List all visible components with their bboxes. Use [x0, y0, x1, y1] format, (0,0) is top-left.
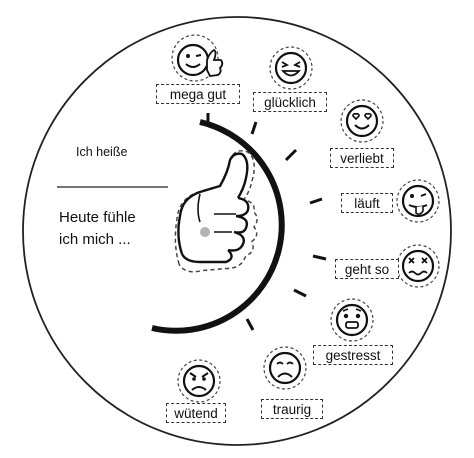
angry-face-icon[interactable] — [177, 359, 221, 403]
mood-label-laeuft[interactable]: läuft — [341, 193, 393, 213]
mood-label-gluecklich[interactable]: glücklich — [253, 92, 327, 112]
pivot-dot — [200, 227, 210, 237]
mood-label-gestresst[interactable]: gestresst — [313, 345, 393, 365]
mood-label-geht-so[interactable]: geht so — [335, 259, 399, 279]
mood-label-mega-gut[interactable]: mega gut — [156, 84, 240, 104]
heart-eyes-face-icon[interactable] — [340, 99, 384, 143]
dizzy-face-icon[interactable] — [396, 244, 440, 288]
laughing-face-icon[interactable] — [269, 46, 313, 90]
mood-label-traurig[interactable]: traurig — [261, 399, 323, 419]
tongue-out-face-icon[interactable] — [396, 179, 440, 223]
thumbs-up-wink-face-icon[interactable] — [171, 34, 224, 82]
thumb-pointer[interactable] — [174, 150, 258, 273]
stressed-face-icon[interactable] — [330, 298, 374, 342]
mood-label-verliebt[interactable]: verliebt — [330, 148, 394, 168]
mood-label-wuetend[interactable]: wütend — [166, 403, 226, 423]
feeling-prompt-line2: ich mich ... — [59, 231, 131, 248]
feeling-prompt-line1: Heute fühle — [59, 209, 136, 226]
sad-face-icon[interactable] — [263, 346, 307, 390]
scale-ticks — [206, 113, 327, 331]
scale-arc — [151, 119, 285, 334]
name-prompt: Ich heiße — [76, 145, 128, 159]
